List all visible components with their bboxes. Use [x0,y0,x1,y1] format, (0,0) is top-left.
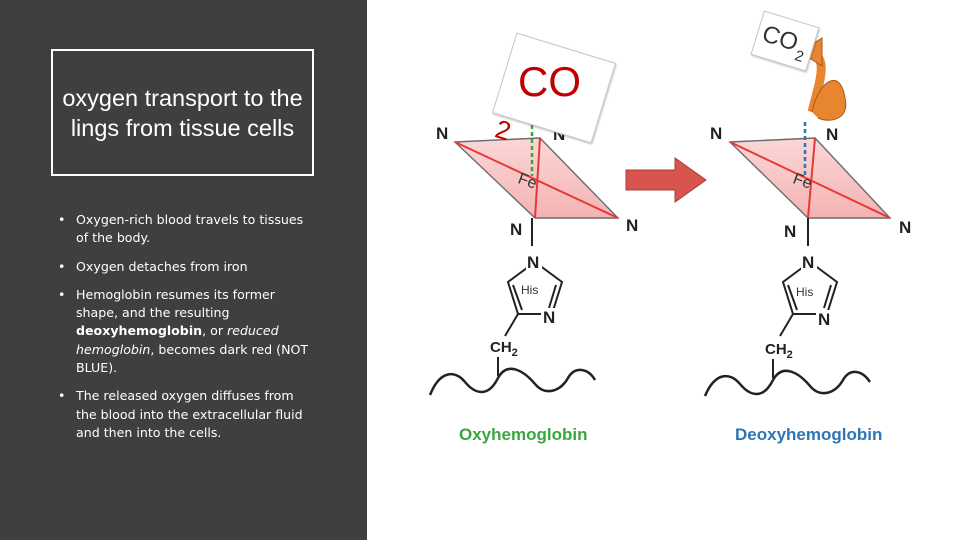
bullet-italic-term: reduced hemoglobin [76,323,279,357]
bullet-text: Oxygen detaches from iron [76,258,248,274]
bullet-item: Oxygen-rich blood travels to tissues of … [54,211,314,248]
co2-callout-text: CO [518,58,581,105]
bullet-text: , or [202,323,228,339]
deoxy-fe-bond [729,141,891,219]
atom-label: N [436,124,448,143]
ch2-subscript: 2 [512,347,518,359]
iron-label: Fe [791,170,814,192]
atom-label: N [527,253,539,272]
ring-atom-mask [816,310,832,326]
bullet-item: Oxygen detaches from iron [54,258,314,277]
atom-label: N [710,124,722,143]
right-arrow-icon [625,157,707,203]
oxy-protein-chain [428,367,597,396]
ring-double-bond [787,284,798,311]
bullet-bold-term: deoxyhemoglobin [76,323,203,339]
oxyhemoglobin-label: Oxyhemoglobin [459,425,587,444]
ch2-main: CH [490,339,512,356]
atom-label: N [802,253,814,272]
ch2-main: CH [765,341,787,358]
page-title: oxygen transport to the lings from tissu… [62,84,303,141]
bullet-list: Oxygen-rich blood travels to tissues of … [54,211,314,452]
oxy-fe-bond [534,137,541,219]
atom-label: N [899,218,911,237]
bullet-text: Hemoglobin resumes its former shape, and… [76,286,275,321]
ring-atom-mask [526,254,542,270]
atom-label: N [818,310,830,329]
bullet-item: The released oxygen diffuses from the bl… [54,387,314,442]
deoxy-protein-chain [703,369,872,397]
iron-label: Fe [516,170,539,192]
deoxyhemoglobin-label: Deoxyhemoglobin [735,425,882,444]
ring-atom-mask [801,254,817,270]
deoxy-heme-group: N N N N Fe N N His CH2 Deoxyhemoglobin [703,122,911,444]
histidine-label: His [521,283,538,297]
atom-label: N [826,125,838,144]
atom-label: N [543,308,555,327]
ring-atom-mask [541,308,557,324]
bullet-item: Hemoglobin resumes its former shape, and… [54,286,314,377]
title-box: oxygen transport to the lings from tissu… [51,49,314,176]
ring-double-bond [823,284,832,309]
left-panel: oxygen transport to the lings from tissu… [0,0,367,540]
bullet-text: , becomes dark red (NOT BLUE). [76,341,309,376]
curved-arrow-body [811,79,847,121]
deoxy-histidine-ring [781,260,839,315]
ring-ch2-bond [504,313,519,337]
atom-label: N [626,216,638,235]
histidine-label: His [796,285,813,299]
atom-label: N [784,222,796,241]
ring-ch2-bond [779,313,794,337]
atom-label: N [510,220,522,239]
deoxy-fe-bond [807,137,816,219]
transition-arrow [625,157,707,203]
ch2-subscript: 2 [787,349,793,361]
bullet-text: Oxygen-rich blood travels to tissues of … [76,212,304,246]
ring-double-bond [548,284,557,309]
bullet-text: The released oxygen diffuses from the bl… [76,388,303,440]
ch2-label: CH2 [765,341,793,361]
ch2-label: CH2 [490,339,518,359]
ring-double-bond [512,284,523,311]
oxy-heme-group: N N N N Fe N N His CH2 Oxyhemoglobin [428,118,638,444]
heme-diagram: N N N N Fe N N His CH2 Oxyhemoglobin N N… [428,37,911,444]
oxy-histidine-ring [506,260,564,315]
